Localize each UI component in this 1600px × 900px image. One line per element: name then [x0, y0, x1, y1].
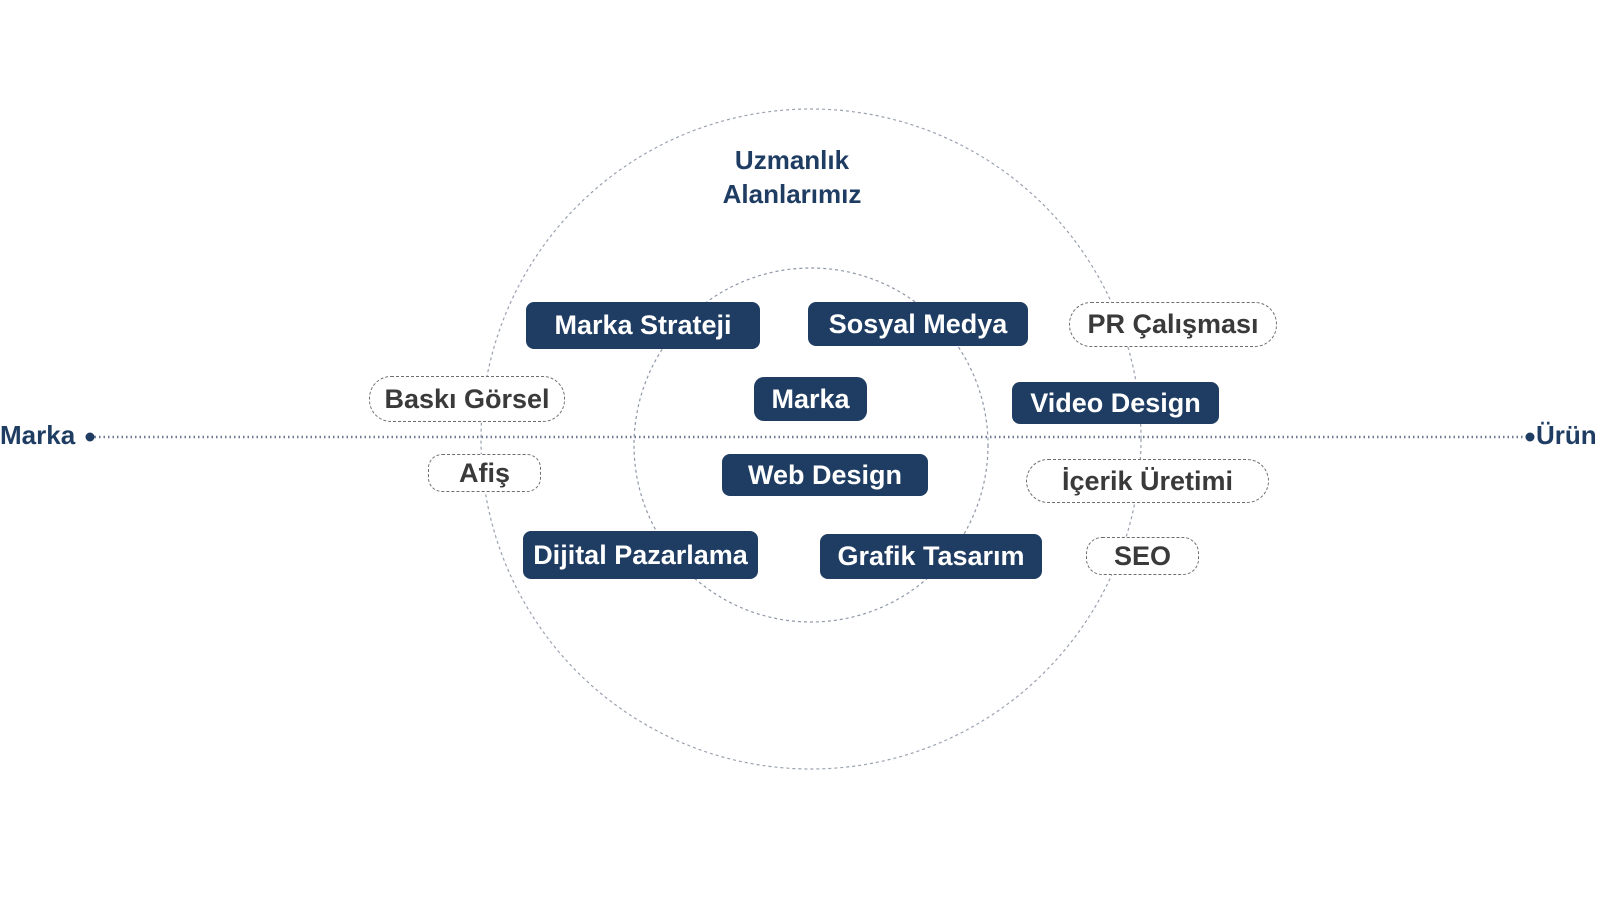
axis-label-urun: Ürün	[1536, 420, 1597, 450]
axis-right-dot	[1525, 432, 1535, 442]
diagram-title: Uzmanlık Alanlarımız	[692, 143, 892, 211]
outline-pill-afis: Afiş	[428, 454, 541, 492]
title-line-2: Alanlarımız	[722, 179, 862, 209]
outline-pill-baski-gorsel: Baskı Görsel	[369, 376, 565, 422]
core-pill-video-design: Video Design	[1012, 382, 1219, 424]
title-line-1: Uzmanlık	[734, 145, 850, 175]
core-pill-sosyal-medya: Sosyal Medya	[808, 302, 1028, 346]
outer-circle	[480, 108, 1142, 770]
core-pill-web-design: Web Design	[722, 454, 928, 496]
axis-label-marka: Marka	[0, 420, 76, 450]
core-pill-marka-strateji: Marka Strateji	[526, 302, 760, 349]
outline-pill-seo: SEO	[1086, 537, 1199, 575]
core-pill-marka: Marka	[754, 377, 867, 421]
outline-pill-pr-calismasi: PR Çalışması	[1069, 302, 1277, 347]
axis-left-dot	[85, 432, 95, 442]
core-pill-dijital-pazarlama: Dijital Pazarlama	[523, 531, 758, 579]
inner-circle	[633, 267, 989, 623]
outline-pill-icerik-uretimi: İçerik Üretimi	[1026, 459, 1269, 503]
core-pill-grafik-tasarim: Grafik Tasarım	[820, 534, 1042, 579]
